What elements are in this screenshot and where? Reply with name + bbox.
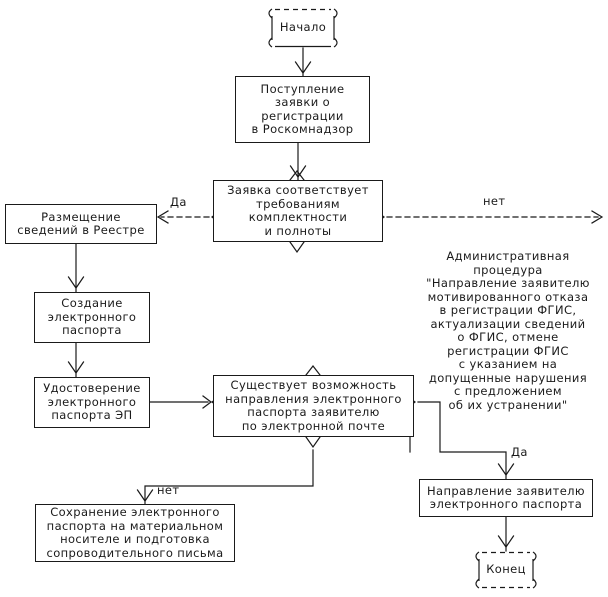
node-application-received: Поступление заявки о регистрации в Роско… (235, 76, 370, 143)
edge-label-no-email: нет (157, 483, 180, 497)
arrowhead-application-to-decision1 (289, 165, 307, 179)
node-start-label: Начало (279, 20, 327, 35)
arrowhead-yes-to-send (497, 463, 515, 477)
edge-label-yes-email: Да (511, 445, 528, 459)
arrowhead-create-to-certify (67, 361, 85, 375)
edge-yes-to-send (417, 401, 507, 480)
node-admin-procedure-label: Административная процедура "Направление … (426, 249, 590, 412)
node-save-material: Сохранение электронного паспорта на мате… (35, 504, 235, 562)
node-create-passport: Создание электронного паспорта (34, 292, 150, 343)
arrowhead-certify-to-decision2 (202, 395, 212, 409)
node-place-in-registry-label: Размещение сведений в Реестре (17, 209, 145, 237)
edge-label-no-completeness: нет (483, 194, 506, 208)
start-terminator-shape (268, 8, 338, 48)
node-place-in-registry: Размещение сведений в Реестре (5, 204, 157, 244)
arrowhead-start-to-application (294, 61, 312, 75)
node-send-passport: Направление заявителю электронного паспо… (419, 479, 593, 517)
end-terminator-shape (475, 551, 537, 589)
node-start: Начало (258, 8, 348, 48)
arrowhead-no-to-admin (591, 210, 604, 224)
node-certify-passport-label: Удостоверение электронного паспорта ЭП (43, 381, 141, 423)
decision2-top-chevron (305, 365, 321, 376)
decision1-top-chevron (289, 170, 305, 181)
decision2-bottom-chevron (305, 436, 321, 449)
node-decision-completeness: Заявка соответствует требованиям комплек… (213, 180, 383, 242)
arrowhead-send-to-end (497, 535, 515, 549)
decision1-bottom-chevron (289, 241, 305, 254)
node-create-passport-label: Создание электронного паспорта (47, 296, 137, 338)
node-admin-procedure: Административная процедура "Направление … (410, 249, 606, 412)
node-certify-passport: Удостоверение электронного паспорта ЭП (34, 377, 150, 428)
edge-label-yes-completeness: Да (170, 195, 187, 209)
node-decision-completeness-label: Заявка соответствует требованиям комплек… (227, 183, 369, 238)
node-application-received-label: Поступление заявки о регистрации в Роско… (251, 81, 354, 136)
arrowhead-yes-to-registry (156, 210, 169, 224)
node-send-passport-label: Направление заявителю электронного паспо… (426, 483, 586, 511)
node-decision-email: Существует возможность направления элект… (213, 375, 414, 437)
arrowhead-registry-to-create (67, 276, 85, 290)
node-decision-email-label: Существует возможность направления элект… (225, 378, 402, 433)
node-save-material-label: Сохранение электронного паспорта на мате… (46, 505, 224, 560)
node-end: Конец (466, 551, 546, 589)
node-end-label: Конец (486, 562, 526, 577)
arrowhead-no-to-save (136, 489, 154, 503)
